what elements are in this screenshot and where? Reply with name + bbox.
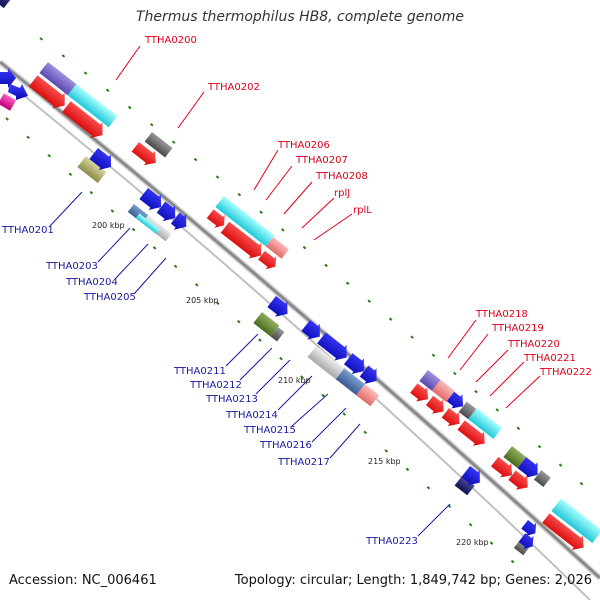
gene-arrow-blue [156,201,176,222]
top-leader-lines [115,45,541,409]
gene-arrow-pink [431,379,455,402]
gene-arrow-cyan [135,213,160,235]
gene-arrow-grey [144,132,173,158]
gene-arrow-blue [267,296,288,317]
gene-arrow-purple [419,370,441,391]
gene-arrow-blue [446,391,464,409]
scale-label: 210 kbp [278,376,311,385]
gene-label-tta0203: TTHA0203 [45,261,98,272]
gene-arrow-purple [39,62,77,96]
genome-backbone-edge [0,75,591,600]
gene-label-tta0207: TTHA0207 [295,155,348,166]
reverse-strand-genes [0,68,537,556]
gene-arrow-blue [521,520,537,536]
gene-label-tta0217: TTHA0217 [277,457,330,468]
gene-arrow-grey [533,470,551,488]
gene-arrow-blue [8,84,28,100]
gene-arrow-pink [356,384,380,407]
gene-label-tta0223: TTHA0223 [365,536,418,547]
gene-arrow-red [131,142,156,166]
gene-arrow-red [410,383,429,402]
gene-arrow-grey [513,540,530,556]
gene-label-tta0219: TTHA0219 [491,323,544,334]
gene-arrow-grey [458,401,477,420]
gene-arrow-olive [77,156,107,184]
gene-arrow-navy-edge [0,0,14,9]
scale-label: 205 kbp [186,296,219,305]
gene-label-tta0222: TTHA0222 [539,367,592,378]
gene-arrow-red [425,395,444,414]
gene-label-rplj: rplJ [334,188,350,199]
gene-arrow-green [503,446,527,469]
gene-label-tta0213: TTHA0213 [205,394,258,405]
gene-label-tta0205: TTHA0205 [83,292,136,303]
gene-label-tta0204: TTHA0204 [65,277,118,288]
topology-text: Topology: circular; Length: 1,849,742 bp… [234,573,592,588]
gene-arrow-blue [301,320,320,340]
gene-arrow-red [62,101,103,139]
gene-arrow-red [490,456,513,478]
gene-label-tta0218: TTHA0218 [475,309,528,320]
gene-arrow-blue [461,466,480,486]
gene-arrow-blue [170,212,187,230]
bottom-gene-labels: TTHA0201 TTHA0203 TTHA0204 TTHA0205 TTHA… [1,225,418,547]
gene-label-tta0221: TTHA0221 [523,353,576,364]
scale-label: 215 kbp [368,457,401,466]
gene-arrow-blue [317,332,347,361]
gene-arrow-red [508,470,528,490]
genome-backbone-core [0,60,600,580]
gene-arrow-red [28,75,65,109]
gene-arrow-cyan [67,84,118,128]
map-title: Thermus thermophilus HB8, complete genom… [135,9,465,25]
gene-label-tta0214: TTHA0214 [225,410,278,421]
gene-arrow-red [220,221,262,259]
gene-arrow-grey [270,327,285,342]
gene-arrow-red [258,250,277,270]
gene-arrow-cyan [551,498,600,544]
gene-arrow-pink [265,236,289,259]
gene-label-tta0200: TTHA0200 [144,35,197,46]
gene-label-tta0202: TTHA0202 [207,82,260,93]
gene-label-tta0212: TTHA0212 [189,380,242,391]
bottom-leader-lines [49,191,451,537]
gene-arrow-cyan [215,196,275,247]
gene-label-tta0201: TTHA0201 [1,225,54,236]
top-gene-labels: TTHA0200 TTHA0202 TTHA0206 TTHA0207 TTHA… [144,35,592,378]
gene-arrow-blue [518,533,534,550]
gene-arrow-red [542,513,584,550]
gene-label-tta0215: TTHA0215 [243,425,296,436]
gene-label-tta0208: TTHA0208 [315,171,368,182]
inner-tick-trail [5,117,546,591]
gene-arrow-blue [139,188,162,211]
gene-arrow-green [253,312,280,337]
gene-arrow-blue [343,353,365,375]
gene-arrow-silver [307,346,345,380]
gene-arrow-red [206,209,225,228]
gene-arrow-blue [517,457,538,478]
gene-label-tta0220: TTHA0220 [507,339,560,350]
accession-text: Accession: NC_006461 [9,573,157,588]
gene-arrow-blue [0,68,16,88]
scale-labels: 200 kbp 205 kbp 210 kbp 215 kbp 220 kbp [92,221,489,547]
gene-arrow-blue [89,148,112,171]
outer-tick-trail [39,37,600,501]
gene-arrow-steel [335,368,365,396]
gene-label-tta0211: TTHA0211 [173,366,226,377]
gene-label-rpll: rplL [353,205,372,216]
gene-arrow-cyan [468,408,503,439]
gene-arrow-red [441,408,460,426]
gene-label-tta0206: TTHA0206 [277,140,330,151]
gene-arrow-red [457,420,485,446]
gene-arrow-blue [359,365,377,384]
forward-strand-genes [0,0,600,550]
gene-label-tta0216: TTHA0216 [259,440,312,451]
gene-arrow-magenta [0,93,17,111]
gene-arrow-navy [454,476,475,496]
scale-label: 220 kbp [456,538,489,547]
scale-label: 200 kbp [92,221,125,230]
